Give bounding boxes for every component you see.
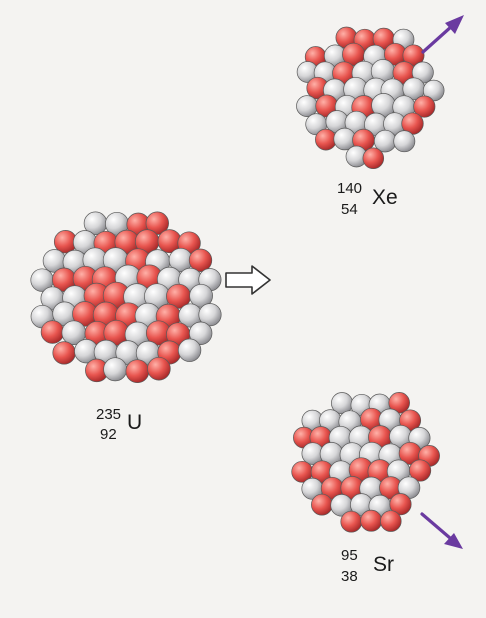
proton	[380, 510, 402, 532]
neutron	[393, 130, 416, 153]
uranium-235-nucleus	[30, 211, 222, 384]
strontium-atomic-number: 38	[341, 568, 358, 585]
proton	[52, 341, 76, 365]
proton	[360, 509, 383, 532]
neutron	[198, 303, 222, 327]
hollow-right-arrow-icon	[225, 265, 271, 295]
proton	[147, 356, 171, 381]
xenon-140-nucleus	[296, 26, 445, 170]
proton	[340, 510, 363, 533]
neutron	[177, 338, 202, 362]
uranium-mass-number: 235	[96, 406, 122, 423]
proton	[389, 493, 412, 516]
purple-diagonal-arrow-icon	[420, 512, 463, 549]
xenon-atomic-number: 54	[341, 201, 358, 218]
proton	[145, 211, 169, 235]
uranium-symbol: U	[127, 411, 143, 434]
strontium-mass-number: 95	[341, 547, 358, 564]
proton	[311, 493, 333, 516]
neutron	[189, 283, 213, 308]
proton	[362, 147, 385, 170]
strontium-95-nucleus	[291, 392, 440, 533]
proton	[402, 44, 425, 67]
proton	[413, 95, 436, 118]
strontium-symbol: Sr	[373, 553, 394, 576]
proton	[315, 128, 337, 151]
xenon-symbol: Xe	[372, 186, 398, 209]
proton	[188, 248, 213, 272]
proton	[409, 459, 432, 482]
uranium-atomic-number: 92	[100, 426, 117, 443]
proton	[125, 359, 150, 384]
neutron	[103, 357, 128, 382]
proton	[40, 320, 65, 344]
purple-diagonal-arrow-icon	[421, 15, 464, 54]
xenon-mass-number: 140	[337, 180, 363, 197]
neutron	[189, 321, 213, 345]
